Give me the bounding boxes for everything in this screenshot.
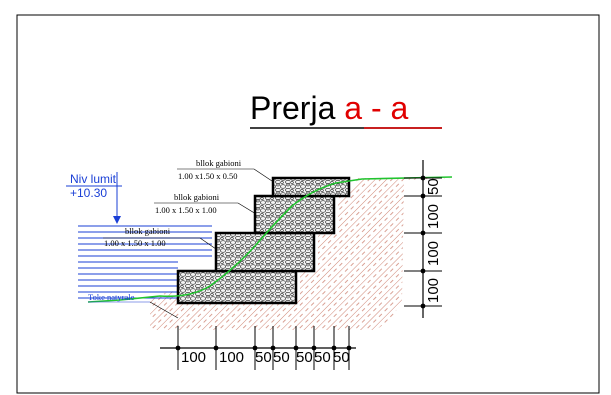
bottom-dimension-chain: 100 100 50 50 50 50 50 [160,326,356,370]
gabion-labels: bllok gabioni 1.00 x1.50 x 0.50 bllok ga… [88,158,273,319]
natural-profile-line [87,176,453,303]
water-level-label: Niv lumit [70,172,117,186]
section-title: Prerja a - a [250,90,408,126]
gabion-label-1-line1: bllok gabioni [196,158,242,168]
soil-hatch [150,178,452,330]
dim-bottom-3: 50 [255,349,272,366]
dim-bottom-4: 50 [273,349,290,366]
title-prefix: Prerja [250,90,344,126]
dim-right-2: 100 [425,241,442,266]
gabion-block-4 [271,176,351,198]
dim-bottom-1: 100 [181,349,206,366]
gabion-wall [176,176,351,305]
gabion-label-3-line1: bllok gabioni [125,226,171,236]
natural-ground-label: Toke natyrale [88,292,135,302]
dim-right-4: 50 [425,178,442,195]
gabion-label-3-line2: 1.00 x 1.50 x 1.00 [104,238,166,248]
dim-bottom-2: 100 [219,349,244,366]
dim-bottom-5: 50 [296,349,313,366]
dim-bottom-6: 50 [314,349,331,366]
dim-right-1: 100 [425,278,442,303]
water-level-value: +10.30 [70,186,107,200]
dim-right-3: 100 [425,204,442,229]
gabion-label-1-line2: 1.00 x1.50 x 0.50 [178,171,238,181]
gabion-block-1 [176,269,298,305]
gabion-block-2 [214,231,316,273]
gabion-label-2-line1: bllok gabioni [174,192,220,202]
dim-bottom-7: 50 [333,349,350,366]
gabion-label-2-line2: 1.00 x 1.50 x 1.00 [155,205,217,215]
right-dimension-chain: 100 100 100 50 [404,160,442,318]
gabion-block-3 [253,194,336,235]
title-section: a - a [344,90,408,126]
water-body [78,225,212,299]
water-level-marker: Niv lumit +10.30 [66,172,122,224]
